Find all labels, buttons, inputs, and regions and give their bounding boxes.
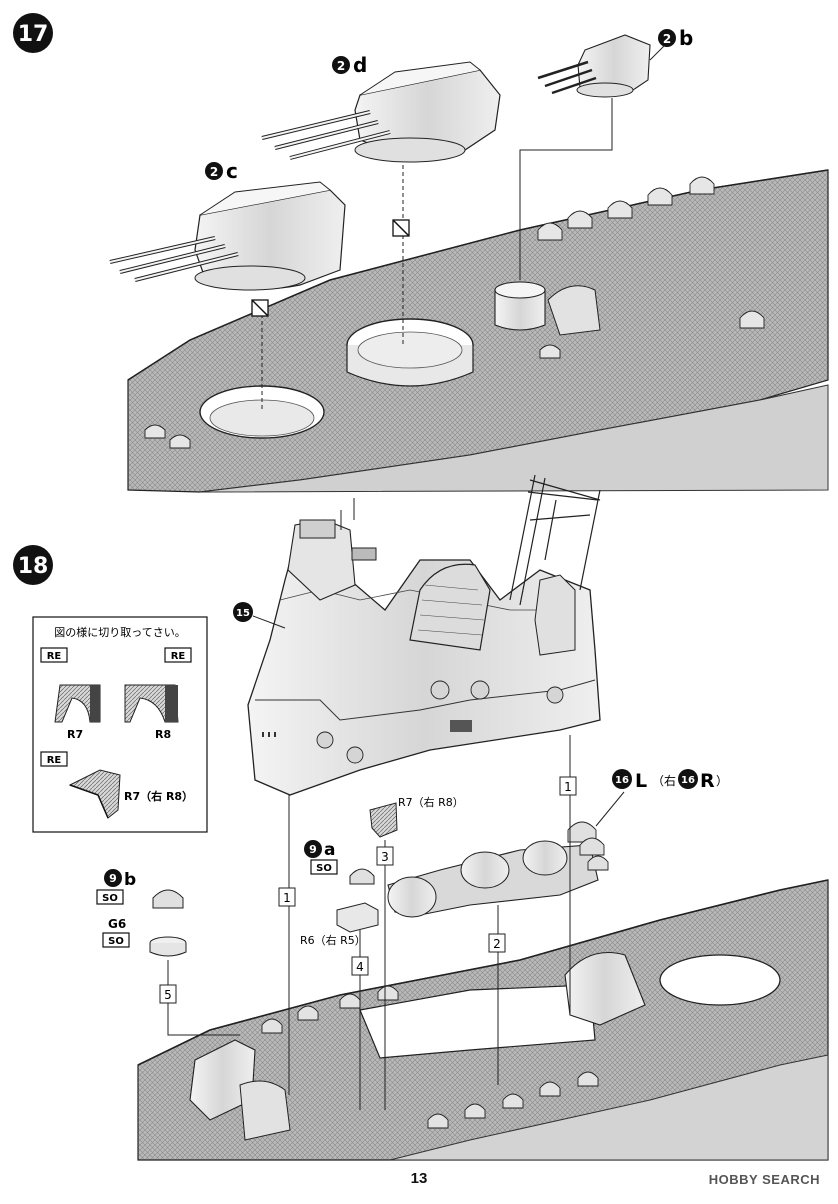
part-9b: 9 b SO xyxy=(96,869,184,909)
turret-d-label: 2 d xyxy=(332,53,367,77)
inset-tag-re-3: RE xyxy=(47,755,62,766)
sequence-box-1b: 1 xyxy=(564,780,572,794)
part-g6-label: G6 xyxy=(108,917,126,931)
step-18-hull xyxy=(137,879,829,1161)
callout-16-number: 16 xyxy=(615,775,629,786)
callout-16-l: L xyxy=(635,770,647,792)
turret-c-number: 2 xyxy=(210,165,218,179)
page-number: 13 xyxy=(410,1170,428,1187)
inset-instruction: 図の様に切り取ってさい。 xyxy=(54,625,185,639)
turret-b-base xyxy=(494,289,546,331)
cutting-inset: 図の様に切り取ってさい。 RE RE R7 R8 RE R7（右 R8） xyxy=(32,616,208,833)
inset-tag-re-1: RE xyxy=(47,651,62,662)
deck-mounts xyxy=(144,176,765,449)
turret-c xyxy=(109,181,346,291)
inset-label-r7: R7 xyxy=(67,728,83,741)
callout-16-r: R xyxy=(700,770,715,792)
step-17-badge xyxy=(13,13,53,53)
watermark: HOBBY SEARCH xyxy=(708,1172,820,1187)
turret-b-number: 2 xyxy=(663,32,671,46)
part-9b-letter: b xyxy=(124,870,136,890)
part-r7-label: R7（右 R8） xyxy=(398,795,464,809)
turret-b-label: 2 b xyxy=(658,26,693,50)
deck-recess xyxy=(359,984,596,1059)
sequence-box-1a: 1 xyxy=(283,891,291,905)
step-17-number: 17 xyxy=(18,22,49,47)
part-r6: R6（右 R5） xyxy=(300,902,379,947)
callout-16-mid: （右 xyxy=(652,773,676,788)
part-r6-label: R6（右 R5） xyxy=(300,933,366,947)
part-9b-number: 9 xyxy=(109,872,117,885)
part-9b-tag: SO xyxy=(102,893,118,904)
callout-16-number-r: 16 xyxy=(681,775,695,786)
superstructure-assembly xyxy=(247,474,601,796)
step-18: 18 図の様に切り取ってさい。 RE RE R7 R8 RE R7（右 R8） xyxy=(13,474,829,1161)
callout-16-end: ） xyxy=(716,774,728,788)
sequence-boxes: 1 1 2 3 4 5 xyxy=(159,776,577,1004)
rear-tower xyxy=(534,574,576,656)
superstructure-ref-number: 15 xyxy=(236,608,250,619)
step-18-badge xyxy=(13,545,53,585)
turret-d-letter: d xyxy=(353,53,367,77)
inset-label-r7-r8: R7（右 R8） xyxy=(124,789,193,803)
part-9a: 9 a SO xyxy=(304,840,375,885)
part-9a-letter: a xyxy=(324,840,335,860)
turret-b-letter: b xyxy=(679,26,693,50)
part-9a-number: 9 xyxy=(309,843,317,856)
sequence-box-3: 3 xyxy=(381,850,389,864)
turret-d-number: 2 xyxy=(337,59,345,73)
inset-tag-re-2: RE xyxy=(171,651,186,662)
part-g6: G6 SO xyxy=(102,917,187,957)
step-17: 17 xyxy=(13,13,829,493)
mast xyxy=(509,474,601,606)
step-18-number: 18 xyxy=(18,554,49,579)
part-r7: R7（右 R8） xyxy=(369,795,464,838)
inset-label-r8: R8 xyxy=(155,728,171,741)
deck-assembly-16 xyxy=(387,821,609,918)
cut-marker-d xyxy=(392,219,410,237)
sequence-box-2: 2 xyxy=(493,937,501,951)
part-9a-tag: SO xyxy=(316,863,332,874)
turret-b xyxy=(537,34,651,98)
sequence-box-5: 5 xyxy=(164,988,172,1002)
turret-c-letter: c xyxy=(226,159,238,183)
turret-d xyxy=(261,61,501,163)
callout-16: 16 L （右 16 R ） xyxy=(595,769,728,827)
cut-marker-c xyxy=(251,299,269,317)
step-17-hull xyxy=(127,169,829,493)
sequence-box-4: 4 xyxy=(356,960,364,974)
turret-c-label: 2 c xyxy=(205,159,238,183)
superstructure-ref: 15 xyxy=(233,602,286,629)
bridge-tower xyxy=(287,519,356,601)
part-g6-tag: SO xyxy=(108,936,124,947)
